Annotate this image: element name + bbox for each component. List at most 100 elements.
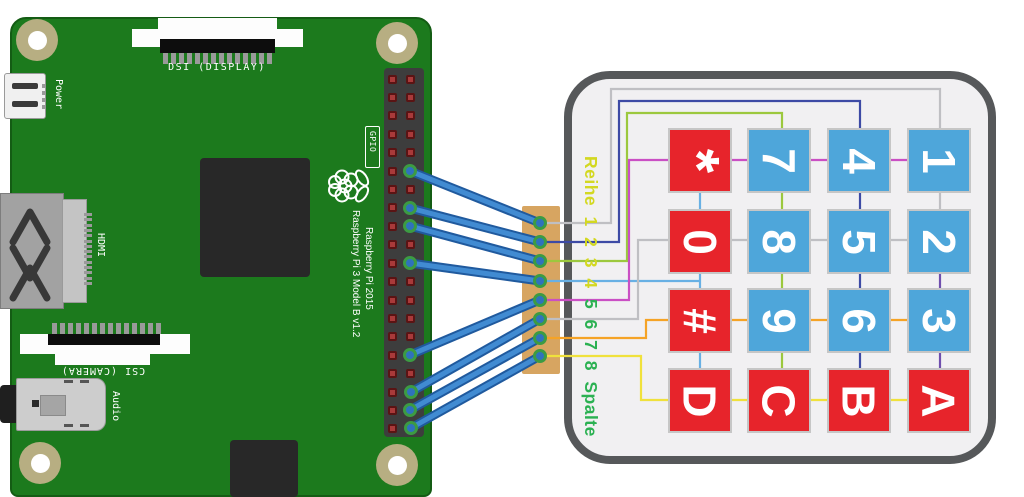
connector-pin-tooth <box>84 271 92 275</box>
mounting-hole <box>376 22 418 64</box>
keypad-key-B: B <box>827 368 891 433</box>
gpio-pin <box>405 240 415 250</box>
connector-pin-tooth <box>68 323 73 334</box>
connector-pin-tooth <box>211 53 216 64</box>
gpio-pin <box>387 387 397 397</box>
keypad-key-*: * <box>661 128 732 193</box>
keypad-key-D: D <box>668 368 732 433</box>
mounting-hole <box>16 19 58 61</box>
connector-pin-tooth <box>124 323 129 334</box>
connector-pin-tooth <box>227 53 232 64</box>
gpio-pin <box>405 166 415 176</box>
keypad-key-glyph: C <box>752 383 805 418</box>
gpio-pin <box>387 240 397 250</box>
connector-pin-tooth <box>100 323 105 334</box>
connector-pin-tooth <box>76 323 81 334</box>
gpio-pin <box>405 258 415 268</box>
gpio-pin <box>387 295 397 305</box>
keypad-key-7: 7 <box>747 128 811 193</box>
soc-chip <box>200 158 310 277</box>
gpio-pin <box>387 221 397 231</box>
gpio-pin <box>405 350 415 360</box>
power-connector <box>4 73 46 119</box>
gpio-header <box>384 68 424 437</box>
gpio-pin <box>387 166 397 176</box>
connector-pin-tooth <box>84 250 92 254</box>
connector-pin-tooth <box>140 323 145 334</box>
gpio-label-box <box>365 126 380 168</box>
connector-pin-tooth <box>92 323 97 334</box>
connector-pin-tooth <box>84 323 89 334</box>
keypad-key-5: 5 <box>827 209 891 274</box>
hdmi-label: HDMI <box>95 233 106 258</box>
keypad-key-glyph: 7 <box>753 147 805 174</box>
connector-pin-tooth <box>148 323 153 334</box>
keypad-key-9: 9 <box>747 288 811 353</box>
keypad-key-0: 0 <box>668 209 732 274</box>
keypad-key-C: C <box>747 368 811 433</box>
gpio-pin <box>387 369 397 379</box>
keypad-key-#: # <box>668 288 732 353</box>
gpio-pin <box>387 111 397 121</box>
csi-connector-bar <box>48 334 160 345</box>
gpio-pin <box>405 406 415 416</box>
connector-pin-tooth <box>42 98 46 102</box>
keypad-key-glyph: 8 <box>753 228 805 255</box>
gpio-pin <box>387 203 397 213</box>
keypad-key-glyph: * <box>661 148 731 173</box>
gpio-label: GPIO <box>368 131 377 153</box>
connector-pin-tooth <box>243 53 248 64</box>
gpio-pin <box>405 295 415 305</box>
keypad-key-2: 2 <box>907 209 971 274</box>
gpio-pin <box>405 148 415 158</box>
keypad-pin-connector <box>522 206 560 374</box>
keypad-key-glyph: 3 <box>913 307 965 334</box>
connector-pin-tooth <box>84 276 92 280</box>
connector-pin-tooth <box>84 255 92 259</box>
gpio-pin <box>387 313 397 323</box>
dsi-connector-bar <box>160 39 275 53</box>
connector-pin-tooth <box>179 53 184 64</box>
connector-pin-tooth <box>267 53 272 64</box>
connector-pin-tooth <box>235 53 240 64</box>
connector-pin-tooth <box>52 323 57 334</box>
connector-pin-tooth <box>60 323 65 334</box>
audio-label: Audio <box>110 391 121 422</box>
connector-pin-tooth <box>84 244 92 248</box>
csi-connector-bottom <box>55 354 150 365</box>
gpio-pin <box>405 277 415 287</box>
keypad-key-glyph: 1 <box>913 147 965 174</box>
gpio-pin <box>387 92 397 102</box>
power-label: Power <box>53 79 64 110</box>
connector-pin-tooth <box>84 266 92 269</box>
gpio-pin <box>405 203 415 213</box>
connector-pin-tooth <box>84 234 92 238</box>
connector-pin-tooth <box>84 281 92 285</box>
keypad-key-glyph: 5 <box>833 228 885 255</box>
connector-pin-tooth <box>259 53 264 64</box>
col-numbers: 5 6 7 8 <box>581 298 601 371</box>
connector-pin-tooth <box>42 105 46 109</box>
reihe-label: Reihe <box>581 156 601 207</box>
gpio-pin <box>405 111 415 121</box>
gpio-pin <box>405 424 415 434</box>
gpio-pin <box>405 369 415 379</box>
board-model-text: Raspberry Pi 3 Model B v1.2 <box>350 210 361 338</box>
connector-pin-tooth <box>42 91 46 95</box>
keypad-key-glyph: 6 <box>833 307 885 334</box>
board-maker-text: Raspberry Pi 2015 <box>363 227 374 310</box>
gpio-pin <box>387 350 397 360</box>
gpio-pin <box>405 74 415 84</box>
row-numbers: 1 2 3 4 <box>581 216 601 289</box>
gpio-pin <box>405 129 415 139</box>
keypad-key-glyph: 2 <box>913 228 965 255</box>
connector-pin-tooth <box>163 53 168 64</box>
chip <box>230 440 298 497</box>
keypad-key-3: 3 <box>907 288 971 353</box>
keypad-key-6: 6 <box>827 288 891 353</box>
keypad-key-glyph: 4 <box>833 147 885 174</box>
connector-pin-tooth <box>84 218 92 222</box>
keypad-key-glyph: # <box>674 307 726 334</box>
gpio-pin <box>387 406 397 416</box>
